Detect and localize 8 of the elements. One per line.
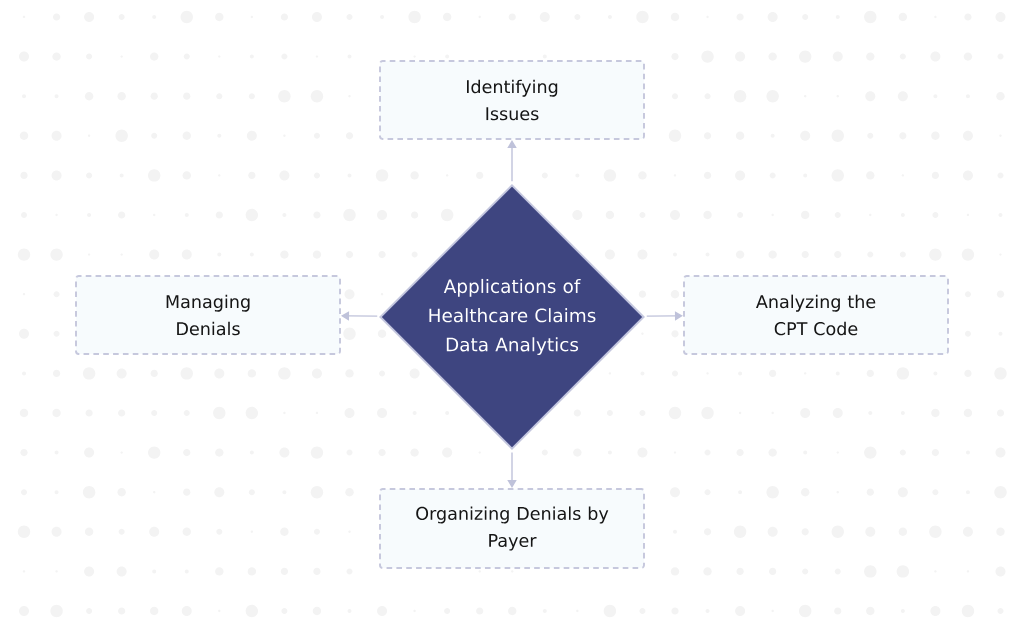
arrow [341, 311, 378, 321]
text-box: Identifying Issues [379, 60, 645, 140]
text-box: Analyzing the CPT Code [683, 275, 949, 355]
arrow [646, 311, 683, 321]
text-box: Organizing Denials by Payer [379, 488, 645, 569]
arrow [507, 140, 517, 183]
text-box: Managing Denials [75, 275, 341, 355]
arrow [507, 451, 517, 488]
